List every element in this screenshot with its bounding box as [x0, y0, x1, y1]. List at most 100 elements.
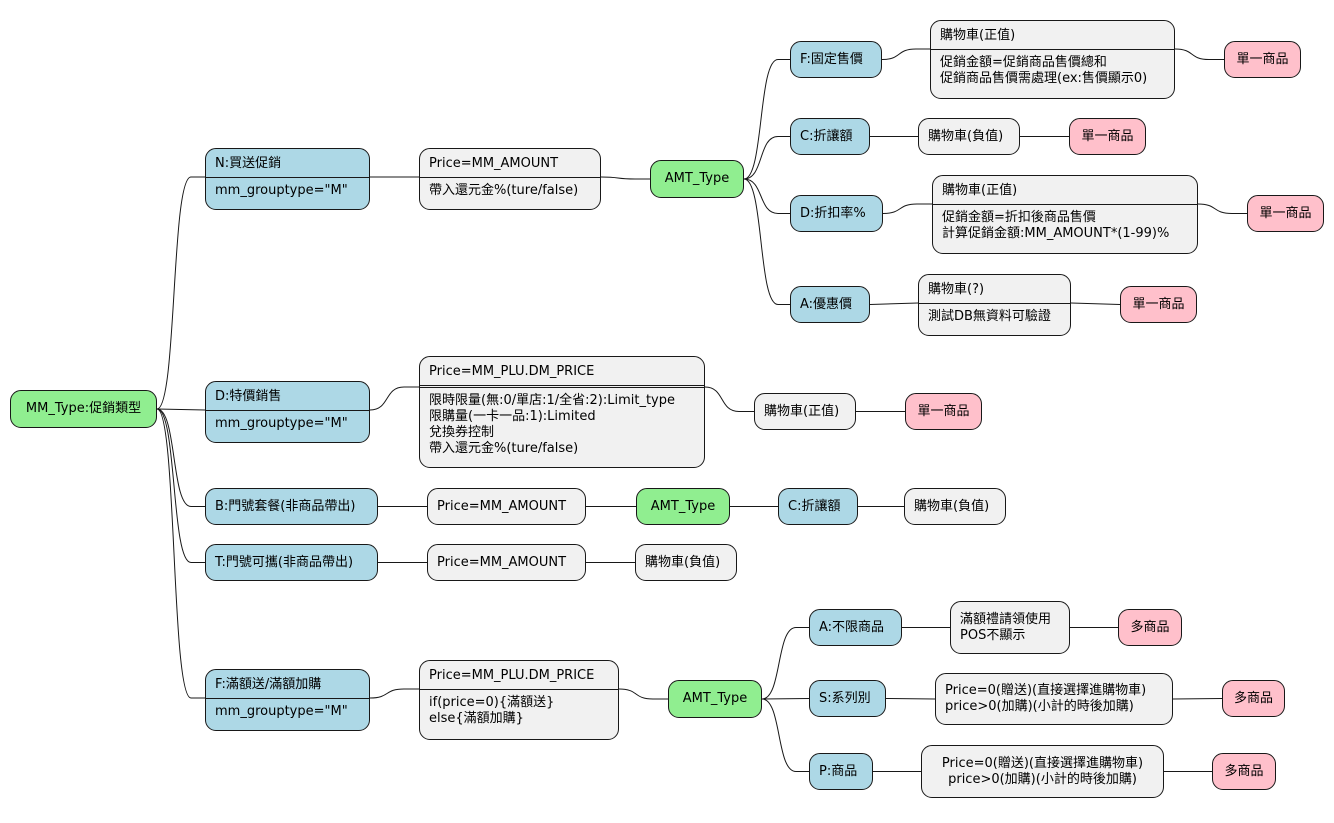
node-discount-amount-cart: 購物車(負值) — [918, 118, 1020, 155]
node-text: 購物車(負值) — [645, 554, 721, 570]
node-buy-gift-promo: N:買送促銷 mm_grouptype="M" — [205, 148, 370, 210]
node-text: C:折讓額 — [800, 128, 853, 144]
node-single-product: 單一商品 — [905, 393, 982, 430]
connector-line — [156, 408, 206, 411]
node-fixed-price-cart: 購物車(正值) 促銷金額=促銷商品售價總和 促銷商品售價需處理(ex:售價顯示0… — [930, 20, 1175, 99]
node-text: 單一商品 — [917, 403, 970, 419]
node-line: 限時限量(無:0/單店:1/全省:2):Limit_type — [429, 393, 676, 408]
node-number-portability: T:門號可攜(非商品帶出) — [205, 544, 378, 581]
node-line: price>0(加購)(小計的時後加購) — [948, 771, 1137, 787]
node-discount-rate: D:折扣率% — [790, 195, 883, 232]
node-number-package-price: Price=MM_AMOUNT — [427, 488, 586, 525]
node-discount-rate-cart: 購物車(正值) 促銷金額=折扣後商品售價 計算促銷金額:MM_AMOUNT*(1… — [932, 175, 1198, 254]
node-text: AMT_Type — [664, 171, 730, 186]
connector-line — [369, 386, 419, 411]
node-amt-type: AMT_Type — [668, 680, 762, 718]
node-line: Price=0(贈送)(直接選擇進購物車) — [941, 755, 1144, 771]
node-header: F:滿額送/滿額加購 — [206, 670, 369, 699]
node-threshold-gift: F:滿額送/滿額加購 mm_grouptype="M" — [205, 669, 370, 731]
connector-line — [743, 136, 790, 180]
node-single-product: 單一商品 — [1120, 286, 1197, 323]
node-line: 測試DB無資料可驗證 — [928, 309, 1051, 324]
node-line: mm_grouptype="M" — [215, 183, 348, 198]
node-series-note: Price=0(贈送)(直接選擇進購物車) price>0(加購)(小計的時後加… — [935, 673, 1173, 725]
connector-line — [156, 408, 205, 699]
node-line: 兌換券控制 — [429, 425, 495, 440]
node-text: P:商品 — [819, 763, 858, 779]
node-line: 帶入還元金%(ture/false) — [429, 441, 579, 456]
node-text: B:門號套餐(非商品帶出) — [215, 498, 356, 514]
connector-line — [743, 178, 790, 305]
node-multi-product: 多商品 — [1118, 609, 1182, 646]
node-special-price-cart: 購物車(?) 測試DB無資料可驗證 — [918, 274, 1071, 336]
node-special-sale-price: Price=MM_PLU.DM_PRICE 限時限量(無:0/單店:1/全省:2… — [419, 356, 705, 468]
node-text: D:折扣率% — [800, 205, 866, 221]
node-text: 單一商品 — [1132, 296, 1185, 312]
node-header: Price=MM_PLU.DM_PRICE — [420, 357, 704, 388]
connector-line — [156, 176, 205, 410]
node-text: A:不限商品 — [819, 619, 885, 635]
node-line: mm_grouptype="M" — [215, 416, 348, 431]
connector-line — [761, 698, 810, 700]
connector-line — [882, 203, 932, 214]
node-discount-amount: C:折讓額 — [778, 488, 858, 525]
node-text: 購物車(正值) — [764, 403, 840, 419]
node-product: P:商品 — [809, 753, 873, 790]
node-number-package-cart: 購物車(負值) — [904, 488, 1006, 525]
node-special-sale: D:特價銷售 mm_grouptype="M" — [205, 381, 370, 443]
connector-line — [761, 627, 809, 700]
node-line: 促銷金額=促銷商品售價總和 — [940, 55, 1107, 70]
node-discount-amount: C:折讓額 — [790, 118, 870, 155]
node-line: 限購量(一卡一品:1):Limited — [429, 409, 596, 424]
connector-line — [156, 408, 205, 507]
connector-line — [885, 698, 936, 700]
node-text: A:優惠價 — [800, 296, 853, 312]
connector-line — [618, 688, 668, 700]
connector-line — [761, 698, 809, 772]
node-header: 購物車(正值) — [933, 176, 1197, 205]
node-text: 多商品 — [1130, 619, 1170, 635]
node-number-portability-cart: 購物車(負值) — [635, 544, 737, 581]
node-line: 滿額禮請領使用 — [960, 611, 1052, 627]
node-text: 多商品 — [1233, 690, 1273, 706]
node-text: 購物車(負值) — [914, 498, 990, 514]
node-number-portability-price: Price=MM_AMOUNT — [427, 544, 586, 581]
connector-line — [869, 302, 919, 305]
node-single-product: 單一商品 — [1069, 118, 1146, 155]
node-fixed-price: F:固定售價 — [790, 41, 882, 78]
connector-line — [1197, 203, 1247, 214]
node-multi-product: 多商品 — [1222, 680, 1285, 717]
node-line: mm_grouptype="M" — [215, 704, 348, 719]
node-line: else{滿額加購} — [429, 711, 524, 726]
connector-line — [743, 59, 790, 180]
node-unlimited-products: A:不限商品 — [809, 609, 902, 646]
node-header: Price=MM_PLU.DM_PRICE — [420, 661, 618, 690]
node-line: price>0(加購)(小計的時後加購) — [945, 699, 1134, 714]
node-header: 購物車(正值) — [931, 21, 1174, 50]
node-amt-type: AMT_Type — [636, 488, 730, 525]
root-node: MM_Type:促銷類型 — [10, 390, 157, 428]
node-text: F:固定售價 — [800, 51, 863, 67]
node-line: 促銷商品售價需處理(ex:售價顯示0) — [940, 71, 1148, 86]
node-text: AMT_Type — [682, 691, 748, 706]
connector-line — [1070, 302, 1121, 305]
node-single-product: 單一商品 — [1247, 195, 1324, 232]
connector-line — [704, 386, 754, 412]
node-threshold-gift-price: Price=MM_PLU.DM_PRICE if(price=0){滿額送} e… — [419, 660, 619, 740]
node-special-price: A:優惠價 — [790, 286, 870, 323]
node-product-note: Price=0(贈送)(直接選擇進購物車) price>0(加購)(小計的時後加… — [921, 745, 1164, 798]
node-text: C:折讓額 — [788, 498, 841, 514]
node-line: POS不顯示 — [960, 627, 1026, 643]
node-special-sale-cart: 購物車(正值) — [754, 393, 856, 430]
root-node-text: MM_Type:促銷類型 — [25, 401, 142, 416]
node-amt-type: AMT_Type — [650, 160, 744, 198]
node-text: 多商品 — [1224, 763, 1264, 779]
connector-line — [881, 48, 930, 60]
node-text: 購物車(負值) — [928, 128, 1004, 144]
node-line: 促銷金額=折扣後商品售價 — [942, 210, 1096, 225]
node-line: 帶入還元金%(ture/false) — [429, 183, 579, 198]
node-header: D:特價銷售 — [206, 382, 369, 411]
connector-line — [600, 176, 650, 180]
node-header: N:買送促銷 — [206, 149, 369, 178]
